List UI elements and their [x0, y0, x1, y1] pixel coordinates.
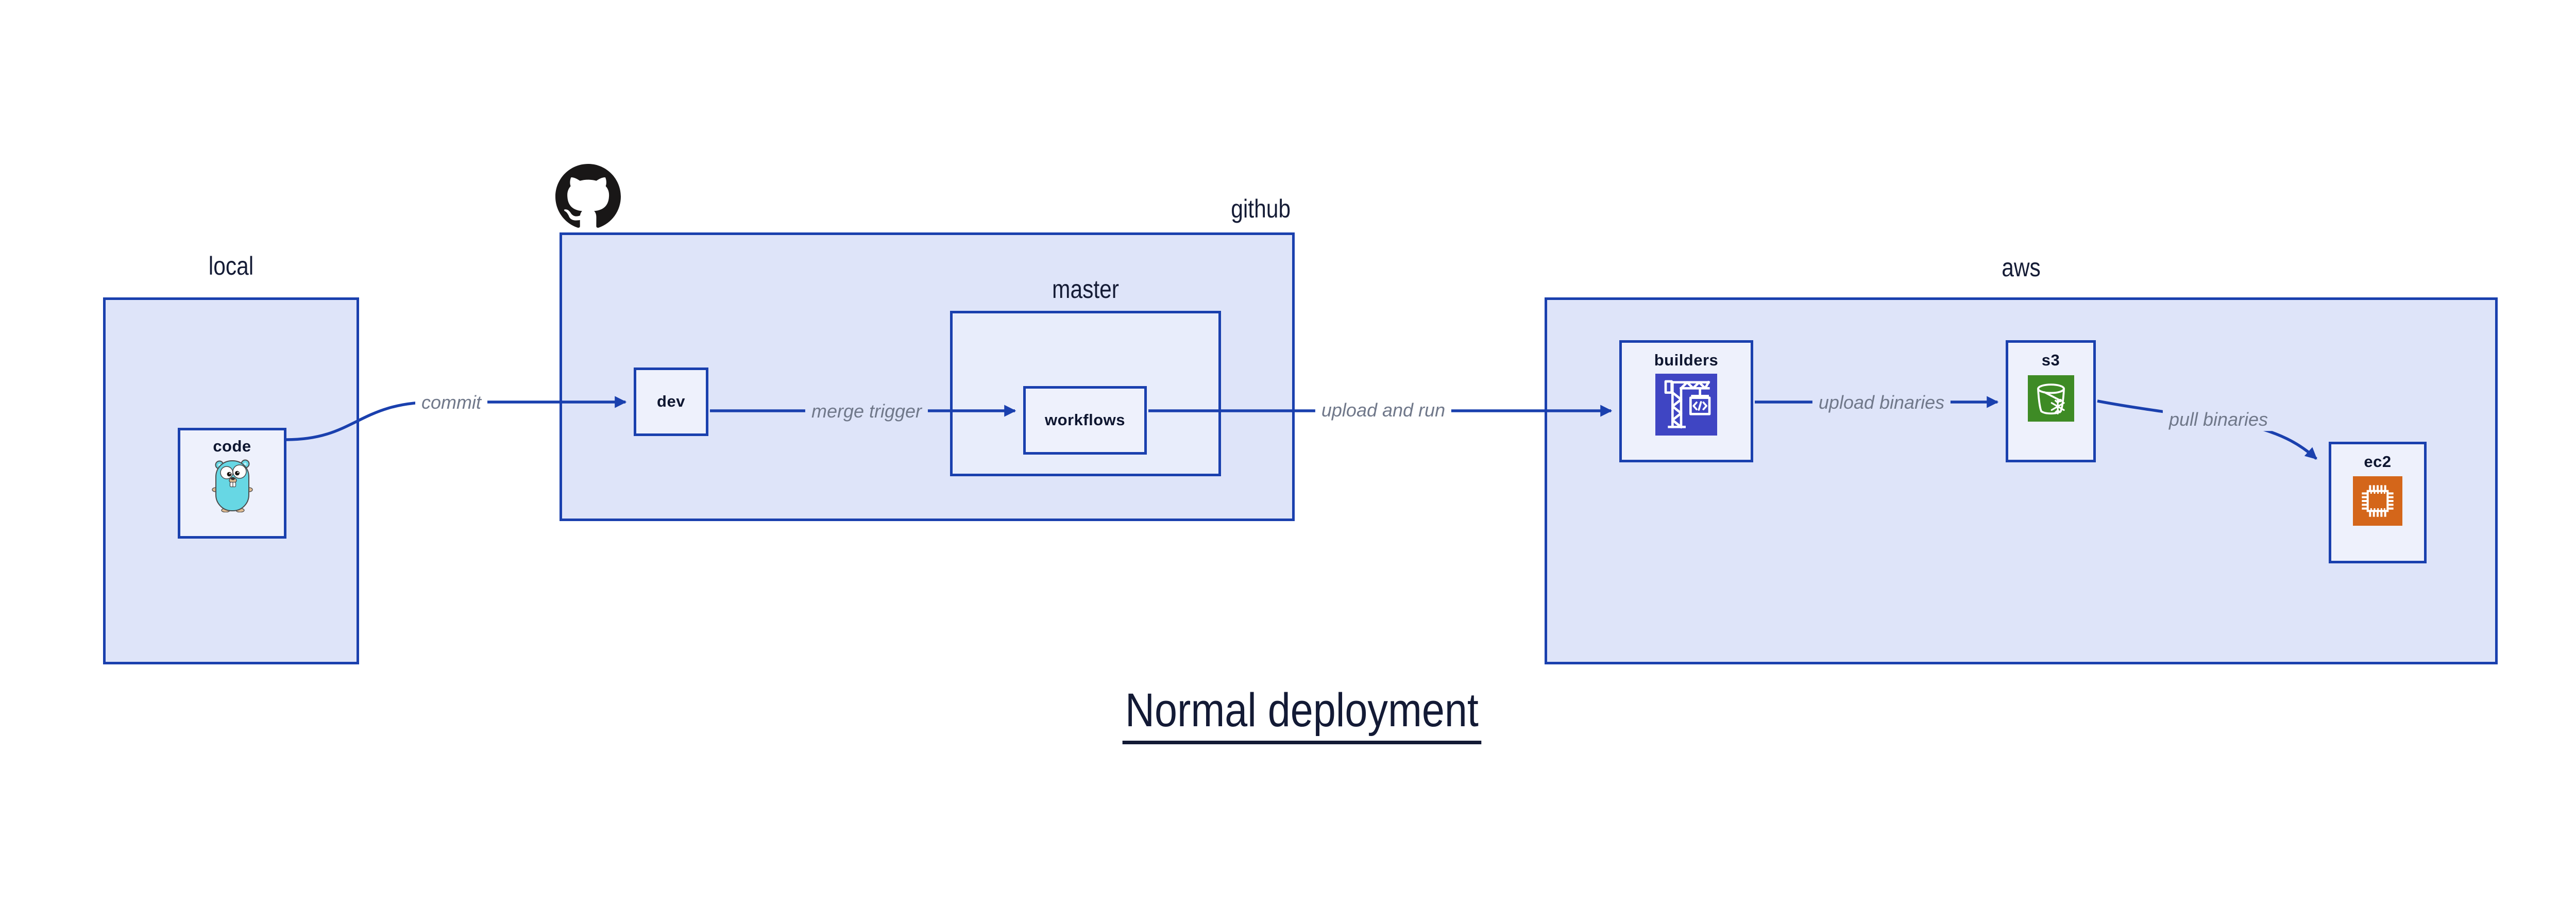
workflows-node-box: workflows: [1023, 386, 1147, 455]
edge-label-upload-and-run: upload and run: [1315, 399, 1452, 422]
s3-node-label: s3: [2041, 351, 2060, 369]
edge-label-upload-binaries: upload binaries: [1812, 391, 1951, 414]
edge-label-merge-trigger: merge trigger: [805, 400, 928, 423]
github-octocat-icon: [555, 164, 621, 228]
workflows-node-label: workflows: [1044, 411, 1126, 429]
github-container-label: github: [1231, 194, 1291, 223]
aws-s3-glacier-bucket-icon: [2027, 375, 2074, 422]
master-container-label: master: [1052, 275, 1119, 304]
ec2-node-label: ec2: [2364, 453, 2392, 471]
aws-container-label: aws: [2002, 253, 2041, 282]
local-container-label: local: [208, 252, 254, 280]
aws-ec2-chip-icon: [2353, 476, 2402, 526]
code-node-box: code: [178, 428, 286, 539]
go-gopher-icon: [211, 459, 253, 513]
edge-label-pull-binaries: pull binaries: [2162, 408, 2275, 431]
diagram-title-wrap: Normal deployment: [0, 686, 2576, 744]
s3-node-box: s3: [2006, 340, 2096, 462]
code-node-label: code: [213, 437, 251, 455]
ec2-node-box: ec2: [2329, 442, 2427, 563]
aws-codebuild-crane-icon: [1655, 374, 1717, 436]
edge-label-commit: commit: [415, 391, 487, 414]
dev-node-label: dev: [657, 392, 685, 411]
builders-node-box: builders: [1619, 340, 1753, 462]
diagram-title: Normal deployment: [1122, 686, 1482, 744]
dev-node-box: dev: [634, 368, 708, 436]
builders-node-label: builders: [1654, 351, 1719, 369]
